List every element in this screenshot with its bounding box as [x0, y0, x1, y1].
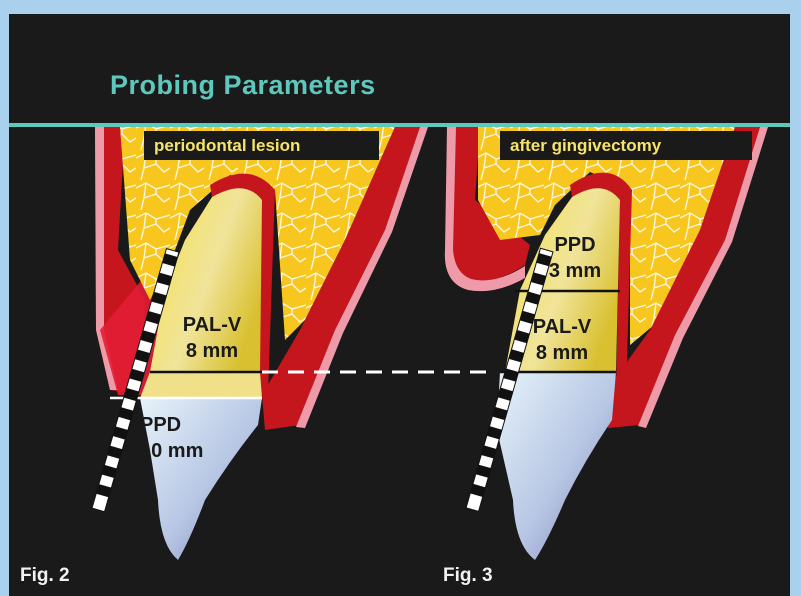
ppd-value-fig2: 10 mm — [140, 438, 220, 464]
diagram-title: Probing Parameters — [110, 70, 376, 101]
root-fig3 — [497, 372, 616, 560]
frame-top — [0, 0, 801, 14]
ppd-block-fig2: PPD 10 mm — [140, 412, 220, 464]
tag-periodontal-lesion: periodontal lesion — [144, 131, 379, 160]
ppd-value-fig3: 3 mm — [540, 258, 610, 284]
pal-v-label-fig3: PAL-V — [522, 314, 602, 340]
panel-fig3 — [445, 127, 768, 560]
frame-left — [0, 0, 9, 596]
panel-fig2 — [92, 127, 428, 560]
title-rule — [9, 123, 790, 127]
tooth-junction-fig2 — [140, 372, 262, 398]
pal-v-block-fig3: PAL-V 8 mm — [522, 314, 602, 366]
ppd-label-fig2: PPD — [140, 412, 220, 438]
ppd-label-fig3: PPD — [540, 232, 610, 258]
frame-right — [790, 0, 801, 596]
figure-label-fig2: Fig. 2 — [20, 565, 70, 587]
tag-after-gingivectomy: after gingivectomy — [500, 131, 752, 160]
figure-label-fig3: Fig. 3 — [443, 565, 493, 587]
pal-v-block-fig2: PAL-V 8 mm — [172, 312, 252, 364]
pal-v-value-fig3: 8 mm — [522, 340, 602, 366]
pal-v-value-fig2: 8 mm — [172, 338, 252, 364]
pal-v-label-fig2: PAL-V — [172, 312, 252, 338]
ppd-block-fig3: PPD 3 mm — [540, 232, 610, 284]
